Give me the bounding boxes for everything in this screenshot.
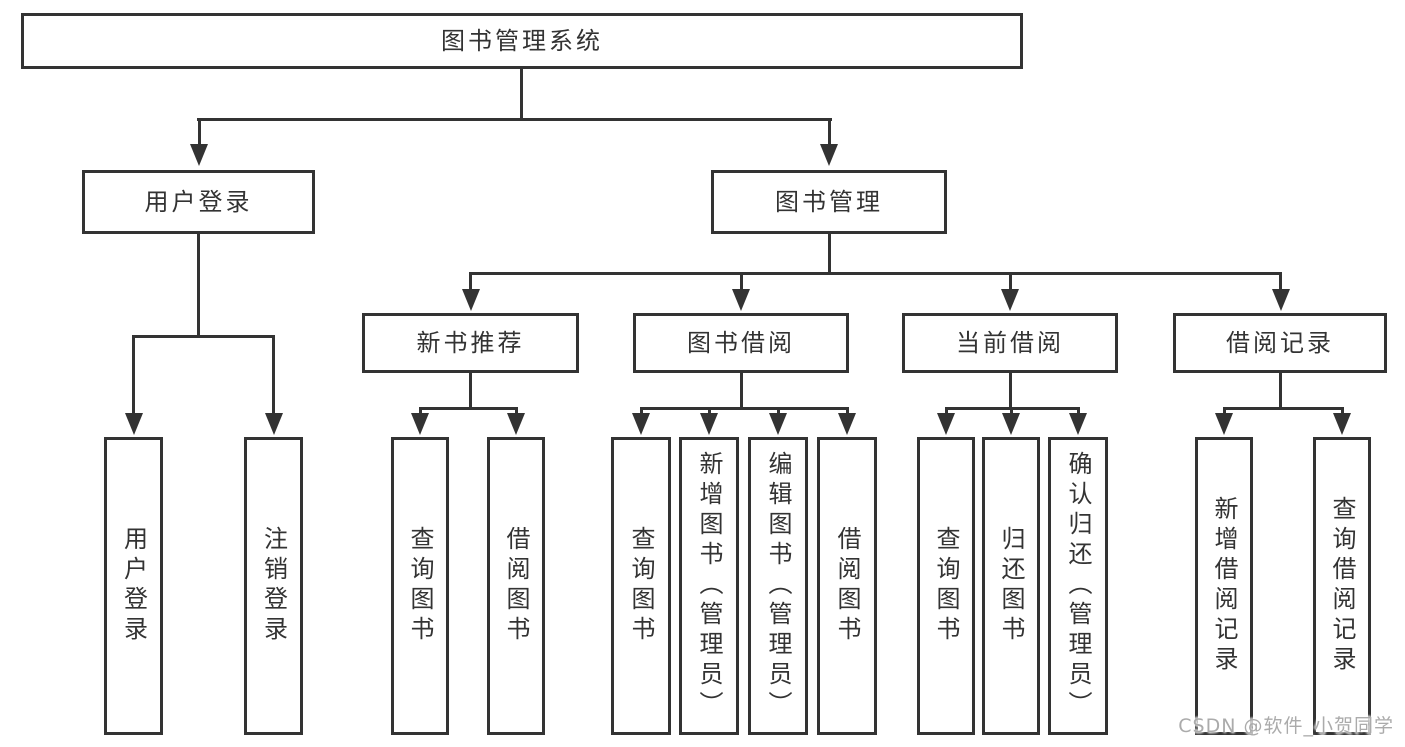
connector-borrowing-stem bbox=[739, 373, 743, 409]
arrowhead-down bbox=[937, 413, 955, 435]
connector-to-leaf-query-borrow-record bbox=[1340, 407, 1344, 415]
leaf-label: 借阅图书 bbox=[833, 526, 861, 646]
connector-records-stem bbox=[1278, 373, 1282, 409]
leaf-label: 查询图书 bbox=[406, 526, 434, 646]
node-library-management-system: 图书管理系统 bbox=[21, 13, 1023, 69]
connector-root-to-book-management bbox=[827, 118, 831, 146]
leaf-label: 新增图书（管理员） bbox=[695, 451, 723, 721]
connector-to-leaf-return-books bbox=[1009, 407, 1013, 415]
leaf-edit-books-admin: 编辑图书（管理员） bbox=[748, 437, 808, 735]
connector-to-leaf-query-books-recommend bbox=[418, 407, 422, 415]
connector-to-borrowing-records bbox=[1279, 272, 1282, 290]
connector-recommend-stem bbox=[469, 373, 472, 409]
connector-records-bar bbox=[1222, 407, 1344, 410]
leaf-query-books-borrow: 查询图书 bbox=[611, 437, 671, 735]
connector-book-management-stem bbox=[827, 234, 831, 272]
node-label: 图书借阅 bbox=[687, 329, 795, 357]
leaf-label: 归还图书 bbox=[997, 526, 1025, 646]
connector-borrowing-bar bbox=[639, 407, 849, 410]
leaf-add-borrow-record: 新增借阅记录 bbox=[1195, 437, 1253, 735]
leaf-logout: 注销登录 bbox=[244, 437, 303, 735]
leaf-label: 查询借阅记录 bbox=[1328, 496, 1356, 676]
connector-root-stem bbox=[520, 69, 523, 118]
leaf-add-books-admin: 新增图书（管理员） bbox=[679, 437, 739, 735]
arrowhead-down bbox=[264, 413, 283, 435]
arrowhead-down bbox=[1069, 413, 1087, 435]
arrowhead-down bbox=[769, 413, 787, 435]
connector-to-new-book-recommendation bbox=[469, 272, 472, 290]
leaf-return-books: 归还图书 bbox=[982, 437, 1040, 735]
leaf-label: 新增借阅记录 bbox=[1210, 496, 1238, 676]
leaf-label: 查询图书 bbox=[627, 526, 655, 646]
arrowhead-down bbox=[1333, 413, 1351, 435]
arrowhead-down bbox=[732, 289, 750, 311]
arrowhead-down bbox=[820, 144, 838, 166]
arrowhead-down bbox=[461, 289, 480, 311]
connector-user-login-bar bbox=[132, 335, 275, 338]
connector-to-leaf-borrow-books-recommend bbox=[514, 407, 518, 415]
arrowhead-down bbox=[1001, 289, 1019, 311]
connector-current-stem bbox=[1008, 373, 1012, 409]
connector-to-leaf-add-books bbox=[707, 407, 711, 415]
node-user-login: 用户登录 bbox=[82, 170, 315, 234]
node-label: 新书推荐 bbox=[416, 329, 525, 357]
node-borrowing-records: 借阅记录 bbox=[1173, 313, 1387, 373]
csdn-watermark: CSDN @软件_小贺同学 bbox=[1178, 715, 1394, 737]
arrowhead-down bbox=[124, 413, 143, 435]
leaf-label: 用户登录 bbox=[119, 526, 148, 646]
node-book-management: 图书管理 bbox=[711, 170, 947, 234]
arrowhead-down bbox=[700, 413, 718, 435]
arrowhead-down bbox=[190, 144, 208, 166]
connector-to-leaf-add-borrow-record bbox=[1222, 407, 1226, 415]
arrowhead-down bbox=[1002, 413, 1020, 435]
node-current-borrowing: 当前借阅 bbox=[902, 313, 1118, 373]
arrowhead-down bbox=[632, 413, 650, 435]
leaf-label: 查询图书 bbox=[932, 526, 960, 646]
node-label: 用户登录 bbox=[144, 188, 253, 216]
connector-to-leaf-borrow-books bbox=[845, 407, 849, 415]
connector-to-leaf-edit-books bbox=[776, 407, 780, 415]
node-label: 借阅记录 bbox=[1226, 329, 1334, 357]
connector-to-leaf-user-login bbox=[132, 335, 135, 415]
leaf-borrow-books: 借阅图书 bbox=[817, 437, 877, 735]
connector-recommend-bar bbox=[418, 407, 518, 410]
arrowhead-down bbox=[1271, 289, 1290, 311]
leaf-borrow-books-recommend: 借阅图书 bbox=[487, 437, 545, 735]
leaf-query-books-current: 查询图书 bbox=[917, 437, 975, 735]
leaf-query-borrow-record: 查询借阅记录 bbox=[1313, 437, 1371, 735]
leaf-user-login: 用户登录 bbox=[104, 437, 163, 735]
node-book-borrowing: 图书借阅 bbox=[633, 313, 849, 373]
connector-to-leaf-query-books-current bbox=[944, 407, 948, 415]
node-new-book-recommendation: 新书推荐 bbox=[362, 313, 579, 373]
connector-root-to-user-login bbox=[197, 118, 201, 146]
node-label: 图书管理 bbox=[775, 188, 883, 216]
arrowhead-down bbox=[838, 413, 856, 435]
leaf-label: 借阅图书 bbox=[502, 526, 530, 646]
leaf-query-books-recommend: 查询图书 bbox=[391, 437, 449, 735]
leaf-label: 注销登录 bbox=[259, 526, 288, 646]
arrowhead-down bbox=[411, 413, 429, 435]
leaf-label: 确认归还（管理员） bbox=[1064, 451, 1092, 721]
connector-to-leaf-confirm-return bbox=[1076, 407, 1080, 415]
arrowhead-down bbox=[1215, 413, 1233, 435]
node-label: 图书管理系统 bbox=[441, 27, 603, 55]
node-label: 当前借阅 bbox=[956, 329, 1064, 357]
connector-to-book-borrowing bbox=[739, 272, 743, 290]
connector-to-leaf-logout bbox=[272, 335, 275, 415]
connector-to-current-borrowing bbox=[1008, 272, 1012, 290]
leaf-label: 编辑图书（管理员） bbox=[764, 451, 792, 721]
connector-book-management-bar bbox=[469, 272, 1282, 275]
arrowhead-down bbox=[507, 413, 525, 435]
connector-user-login-stem bbox=[197, 233, 200, 335]
connector-root-bar bbox=[197, 118, 832, 121]
connector-to-leaf-query-books-borrow bbox=[639, 407, 643, 415]
leaf-confirm-return-admin: 确认归还（管理员） bbox=[1048, 437, 1108, 735]
